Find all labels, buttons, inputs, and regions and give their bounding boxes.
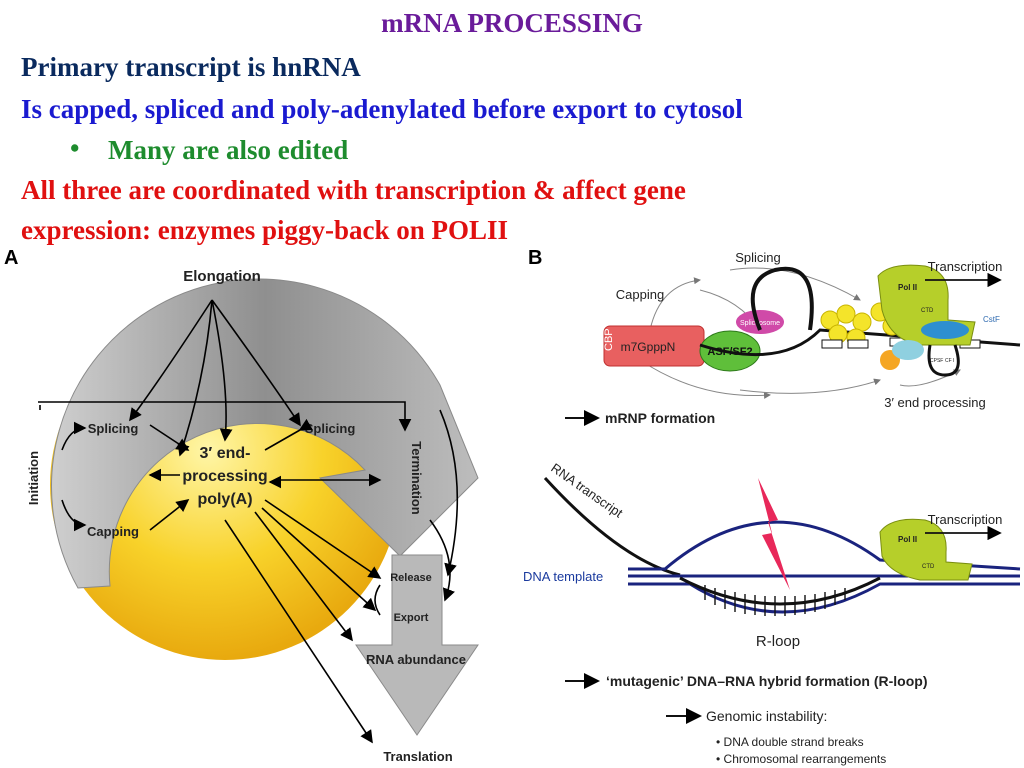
- capping-label-b: Capping: [616, 287, 664, 302]
- center-line1: 3′ end-: [200, 445, 251, 462]
- m7gpppn-label: m7GpppN: [621, 340, 676, 354]
- spliceosome-ellipse: [736, 310, 784, 334]
- primary-transcript-line: Primary transcript is hnRNA: [21, 52, 361, 82]
- genomic-label: Genomic instability:: [706, 708, 827, 724]
- cbp-label: CBP: [603, 328, 615, 351]
- center-line2: processing: [182, 468, 267, 485]
- cpsf-ellipse: [892, 340, 924, 360]
- mutagenic-label: ‘mutagenic’ DNA–RNA hybrid formation (R-…: [606, 673, 927, 689]
- cpsf-label: CPSF: [930, 358, 943, 364]
- capped-spliced-line: Is capped, spliced and poly-adenylated b…: [21, 94, 743, 124]
- genomic-bullet2: • Chromosomal rearrangements: [716, 752, 886, 766]
- export-label: Export: [394, 612, 429, 624]
- elongation-arc-arrow: [50, 278, 479, 589]
- pol2-bottom-label: Pol II: [898, 535, 917, 544]
- center-line3: poly(A): [197, 491, 252, 508]
- coordinated-line: All three are coordinated with transcrip…: [21, 175, 686, 205]
- elongation-label: Elongation: [183, 268, 261, 285]
- end-processing-loop: [927, 344, 960, 377]
- panel-a-letter: A: [4, 247, 18, 269]
- cstf-label: CstF: [983, 315, 1000, 324]
- splicing-loop: [750, 266, 814, 331]
- transcription-label-top: Transcription: [928, 259, 1003, 274]
- dna-template-label: DNA template: [523, 569, 603, 584]
- panel-b-connectors: [639, 267, 961, 399]
- ctd-top-label: CTD: [921, 308, 934, 314]
- rna-transcript-line: [543, 476, 681, 577]
- rna-transcript-label: RNA transcript: [548, 460, 626, 521]
- rna-abundance-label: RNA abundance: [366, 652, 466, 667]
- hybrid-rna-strand: [679, 576, 881, 606]
- panel-b-letter: B: [528, 247, 542, 269]
- panel-a-arrows: [38, 299, 459, 744]
- termination-label: Termination: [409, 441, 424, 514]
- translation-label: Translation: [383, 749, 452, 764]
- capping-label: Capping: [87, 524, 139, 539]
- splicing-right-label: Splicing: [305, 421, 356, 436]
- expression-line: expression: enzymes piggy-back on POLII: [21, 215, 509, 245]
- cf1-label: CF I: [945, 358, 954, 364]
- dna-lower-strand: [628, 582, 1020, 614]
- pol2-bottom-shape: [879, 518, 973, 581]
- mrnp-label: mRNP formation: [605, 410, 715, 426]
- release-label: Release: [390, 572, 432, 584]
- slide-title: mRNA PROCESSING: [381, 8, 643, 38]
- rloop-label: R-loop: [756, 633, 800, 650]
- ctd-bottom-label: CTD: [922, 564, 935, 570]
- lightning-bolt-icon: [758, 478, 790, 590]
- splicing-left-label: Splicing: [88, 421, 139, 436]
- initiation-label: Initiation: [26, 451, 41, 505]
- splicing-label-b: Splicing: [735, 250, 781, 265]
- transcription-label-bottom: Transcription: [928, 512, 1003, 527]
- export-down-arrow: [355, 554, 479, 736]
- genomic-bullet1: • DNA double strand breaks: [716, 735, 864, 749]
- bullet-mark: •: [70, 133, 80, 163]
- edited-line: Many are also edited: [108, 135, 349, 165]
- dna-upper-strand: [628, 520, 1021, 571]
- end-processing-label: 3′ end processing: [884, 395, 985, 410]
- rna-line-top: [699, 328, 1021, 357]
- pol2-top-label: Pol II: [898, 283, 917, 292]
- cstf-ellipse: [921, 321, 969, 339]
- spliceosome-label: Spliceosome: [740, 320, 780, 327]
